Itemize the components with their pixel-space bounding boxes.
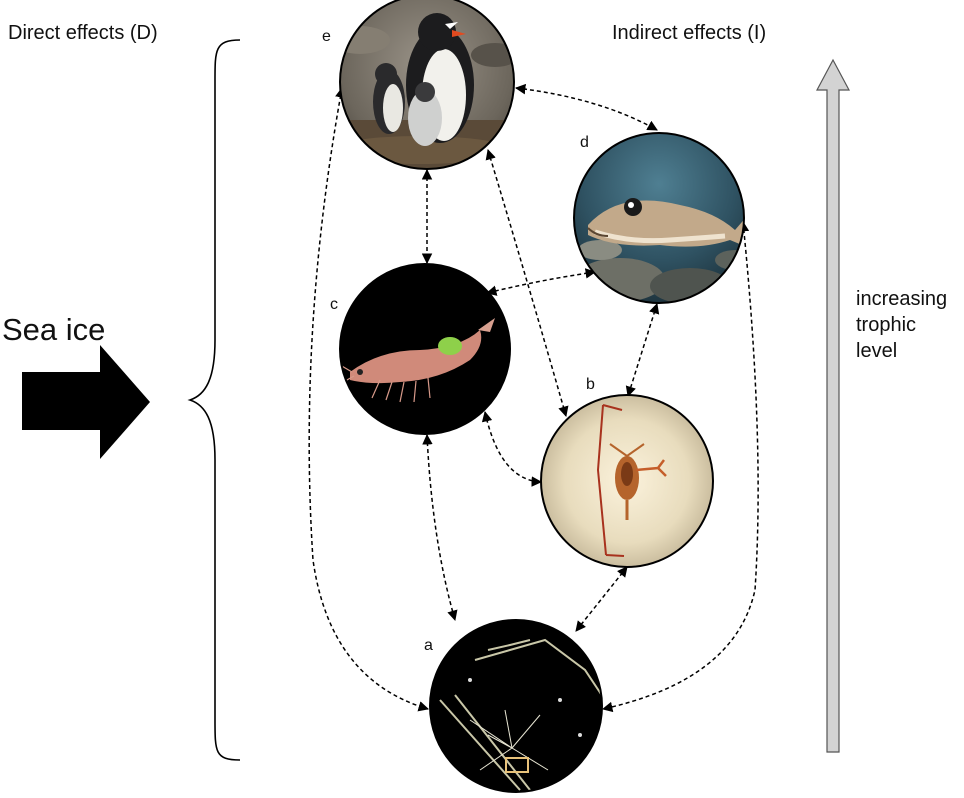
- trophic-label-line-3: level: [856, 340, 898, 362]
- node-letter-d: d: [580, 134, 589, 151]
- trophic-label-line-1: increasing: [856, 288, 948, 310]
- sea-ice-label: Sea ice: [2, 312, 106, 347]
- arrow-c-b: [481, 410, 543, 487]
- curly-brace: [187, 39, 241, 761]
- node-letter-e: e: [322, 28, 331, 45]
- arrow-c-a: [422, 433, 458, 622]
- arrow-d-b: [625, 302, 660, 398]
- node-letter-b: b: [586, 376, 595, 393]
- krill-photo: [339, 263, 511, 435]
- arrow-d-c: [485, 268, 597, 296]
- interaction-arrows: [308, 83, 759, 713]
- indirect-effects-label: Indirect effects (I): [612, 22, 767, 44]
- trophic-level-label: increasing trophic level: [856, 286, 964, 364]
- node-letter-c: c: [330, 296, 338, 313]
- copepod-photo: [540, 394, 714, 568]
- trophic-label-line-2: trophic: [856, 314, 917, 336]
- fish-photo: [573, 132, 745, 304]
- arrow-e-a: [308, 86, 430, 712]
- arrow-e-d: [514, 83, 658, 131]
- direct-effects-label: Direct effects (D): [8, 22, 158, 44]
- trophic-level-arrow: [816, 58, 850, 753]
- sea-ice-arrow: [22, 345, 150, 459]
- phytoplankton-diatom-photo: [429, 619, 603, 793]
- arrow-d-a: [601, 220, 759, 713]
- arrow-b-a: [575, 566, 628, 632]
- node-letter-a: a: [424, 637, 433, 654]
- penguin-photo: [339, 0, 515, 170]
